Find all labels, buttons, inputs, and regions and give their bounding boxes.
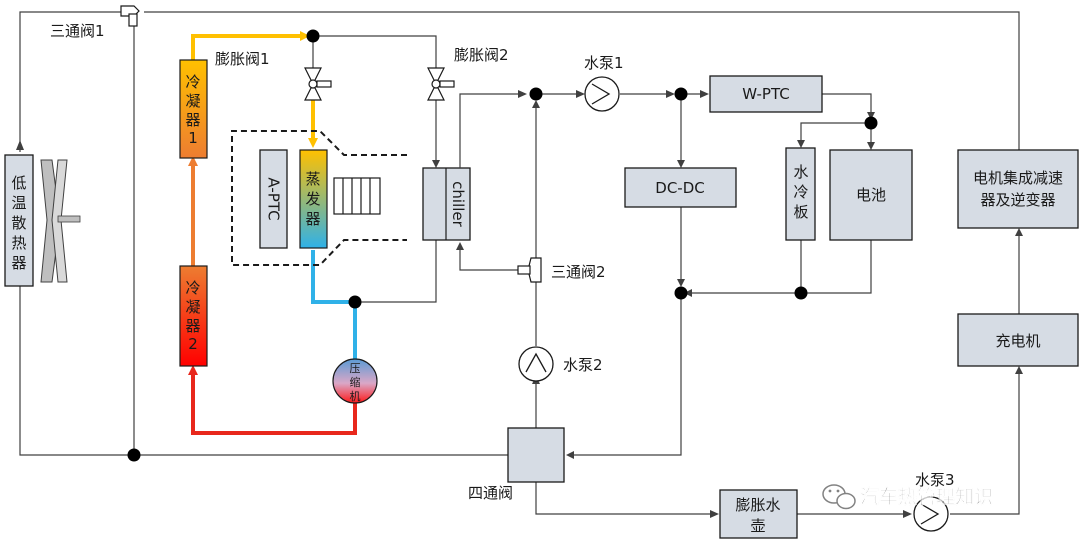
compressor-label-1: 压 [350, 362, 361, 375]
wechat-icon [822, 484, 856, 510]
four-way-valve[interactable] [507, 427, 565, 483]
chiller-label: chiller [449, 181, 467, 227]
cold-plate-label-3: 板 [793, 203, 808, 221]
charger-label: 充电机 [995, 332, 1040, 350]
condenser1-label-3: 器 [185, 111, 200, 129]
pump-icon[interactable] [518, 346, 554, 382]
radiator-label-3: 散 [11, 214, 26, 232]
junction-dot [674, 286, 688, 300]
a-ptc-label: A-PTC [265, 177, 283, 220]
junction-dot [306, 29, 320, 43]
junction-dot [864, 116, 878, 130]
valve3-1-label: 三通阀1 [50, 22, 105, 40]
condenser2-label-2: 凝 [185, 298, 200, 316]
condenser2-label-4: 2 [188, 335, 198, 353]
a-ptc: A-PTC [259, 149, 288, 249]
condenser1-label-1: 冷 [185, 73, 200, 91]
compressor-icon: 压 缩 机 [332, 358, 378, 404]
hvac-housing [231, 130, 407, 266]
motor-inverter: 电机集成减速 器及逆变器 [957, 149, 1079, 229]
low-temp-radiator: 低 温 散 热 器 [4, 154, 34, 287]
compressor-label-2: 缩 [350, 376, 361, 389]
motor-label-1: 电机集成减速 [973, 169, 1063, 187]
chiller: chiller [422, 167, 471, 241]
tank-label-2: 壶 [750, 517, 765, 535]
cold-plate-label-1: 水 [793, 163, 808, 181]
condenser-1: 冷 凝 器 1 [179, 59, 208, 159]
fan-icon [40, 159, 81, 283]
battery-label: 电池 [856, 186, 886, 204]
radiator-label-2: 温 [11, 194, 26, 212]
vent-grille-icon [333, 177, 381, 215]
watermark-text: 汽车热管理知识 [860, 485, 993, 508]
evaporator-label-3: 器 [305, 210, 320, 228]
radiator-label-5: 器 [11, 254, 26, 272]
w-ptc: W-PTC [709, 75, 823, 113]
pump1-label: 水泵1 [584, 54, 624, 72]
valve3-2-label: 三通阀2 [551, 263, 606, 281]
coolant-lines [456, 90, 1023, 518]
radiator-label-4: 热 [11, 234, 26, 252]
four-way-label: 四通阀 [468, 484, 513, 502]
radiator-loop-lines [16, 11, 1020, 456]
junction-dot [127, 448, 141, 462]
junction-dot [529, 87, 543, 101]
condenser1-label-4: 1 [188, 129, 198, 147]
evaporator: 蒸 发 器 [299, 149, 328, 249]
tank-label-1: 膨胀水 [735, 496, 780, 514]
condenser1-label-2: 凝 [185, 92, 200, 110]
battery: 电池 [829, 149, 913, 241]
junction-dot [794, 286, 808, 300]
junction-dot [348, 295, 362, 309]
pump-icon[interactable] [913, 496, 949, 532]
refrigerant-loop [188, 31, 440, 435]
expansion-tank: 膨胀水 壶 [719, 489, 798, 539]
compressor-label-3: 机 [350, 389, 361, 403]
three-way-valve-1[interactable] [120, 5, 140, 27]
pump-icon[interactable] [584, 76, 620, 112]
watermark: 汽车热管理知识 [822, 484, 993, 510]
exp-valve-1-label: 膨胀阀1 [215, 50, 270, 68]
condenser2-label-3: 器 [185, 317, 200, 335]
evaporator-label-2: 发 [305, 190, 320, 208]
w-ptc-label: W-PTC [742, 85, 789, 103]
pump3-label: 水泵3 [915, 471, 955, 489]
three-way-valve-2[interactable] [517, 257, 542, 283]
charger: 充电机 [957, 313, 1079, 367]
valve-icon[interactable] [427, 67, 455, 101]
pump2-label: 水泵2 [563, 356, 603, 374]
dc-dc-label: DC-DC [655, 179, 704, 197]
exp-valve-2-label: 膨胀阀2 [454, 46, 509, 64]
motor-label-2: 器及逆变器 [980, 191, 1055, 209]
cold-plate-label-2: 冷 [793, 183, 808, 201]
cold-plate: 水 冷 板 [785, 147, 816, 241]
radiator-label-1: 低 [11, 174, 26, 192]
evaporator-label-1: 蒸 [305, 170, 320, 188]
junction-dot [674, 87, 688, 101]
dc-dc: DC-DC [624, 167, 737, 208]
condenser-2: 冷 凝 器 2 [179, 265, 208, 367]
valve-icon[interactable] [304, 67, 332, 101]
condenser2-label-1: 冷 [185, 279, 200, 297]
